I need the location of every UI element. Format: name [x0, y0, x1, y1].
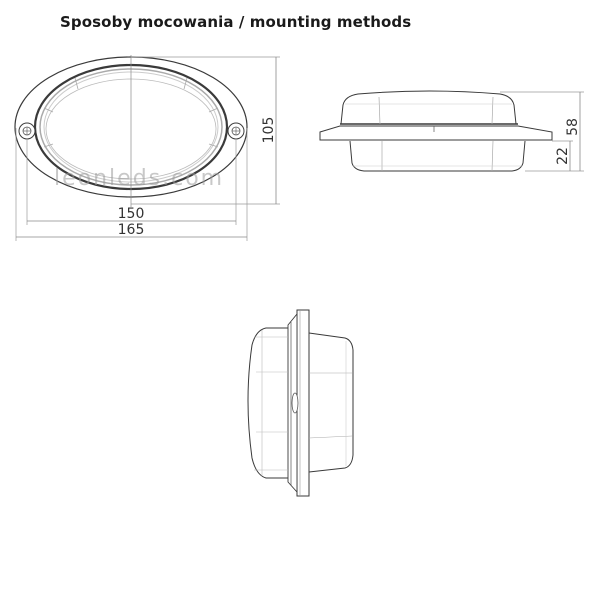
dimension-105: 105 — [261, 117, 277, 144]
side-view: 58 22 — [319, 90, 584, 172]
dimension-22: 22 — [555, 147, 571, 165]
dimension-165: 165 — [118, 222, 145, 238]
screw-hole-right-icon — [227, 122, 245, 140]
profile-view — [247, 309, 354, 497]
front-view: 150 165 105 leonleds.com — [14, 55, 280, 241]
watermark: leonleds.com — [54, 166, 224, 191]
dimension-150: 150 — [118, 206, 145, 222]
page-title: Sposoby mocowania / mounting methods — [60, 13, 412, 31]
screw-hole-left-icon — [18, 122, 36, 140]
dimension-58: 58 — [565, 118, 581, 136]
